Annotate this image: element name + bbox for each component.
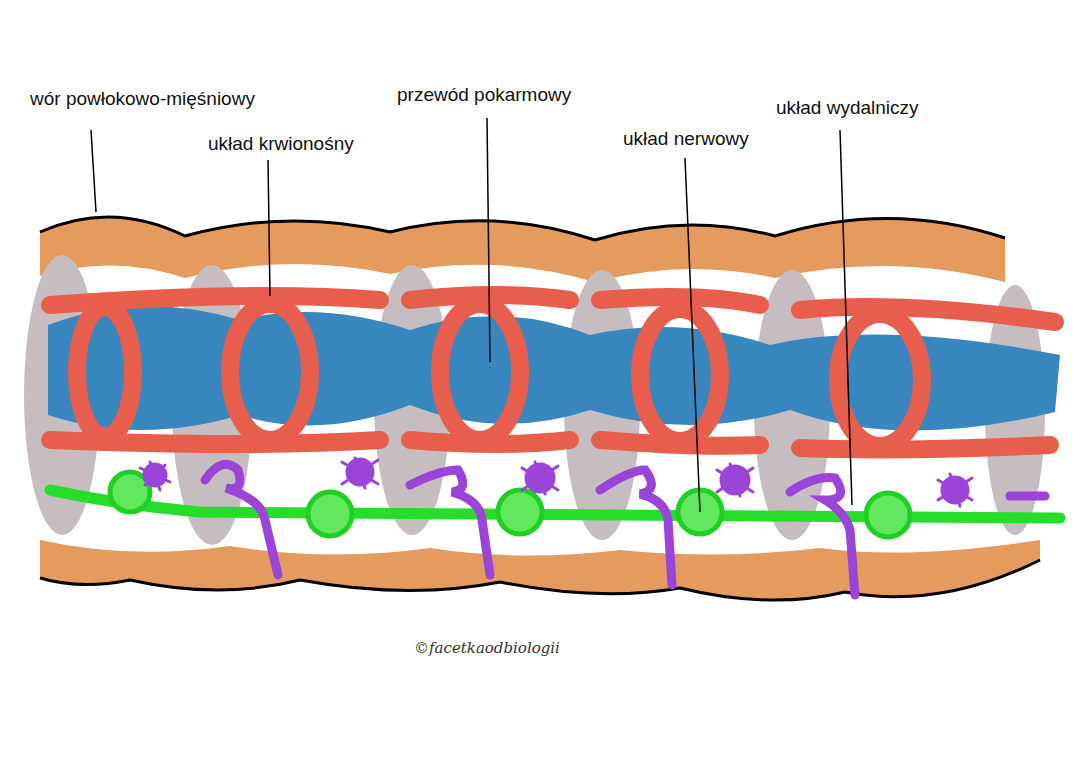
nephridia [140,458,1045,595]
part-label: układ krwionośny [208,133,354,155]
watermark: ©facetkaodbiologii [414,639,560,657]
leader-lines [91,118,852,512]
blood-vessels [50,295,1055,449]
part-label: układ nerwowy [623,128,749,150]
part-label: przewód pokarmowy [397,84,571,106]
part-label: układ wydalniczy [776,97,919,119]
part-label: wór powłokowo-mięśniowy [30,88,255,110]
